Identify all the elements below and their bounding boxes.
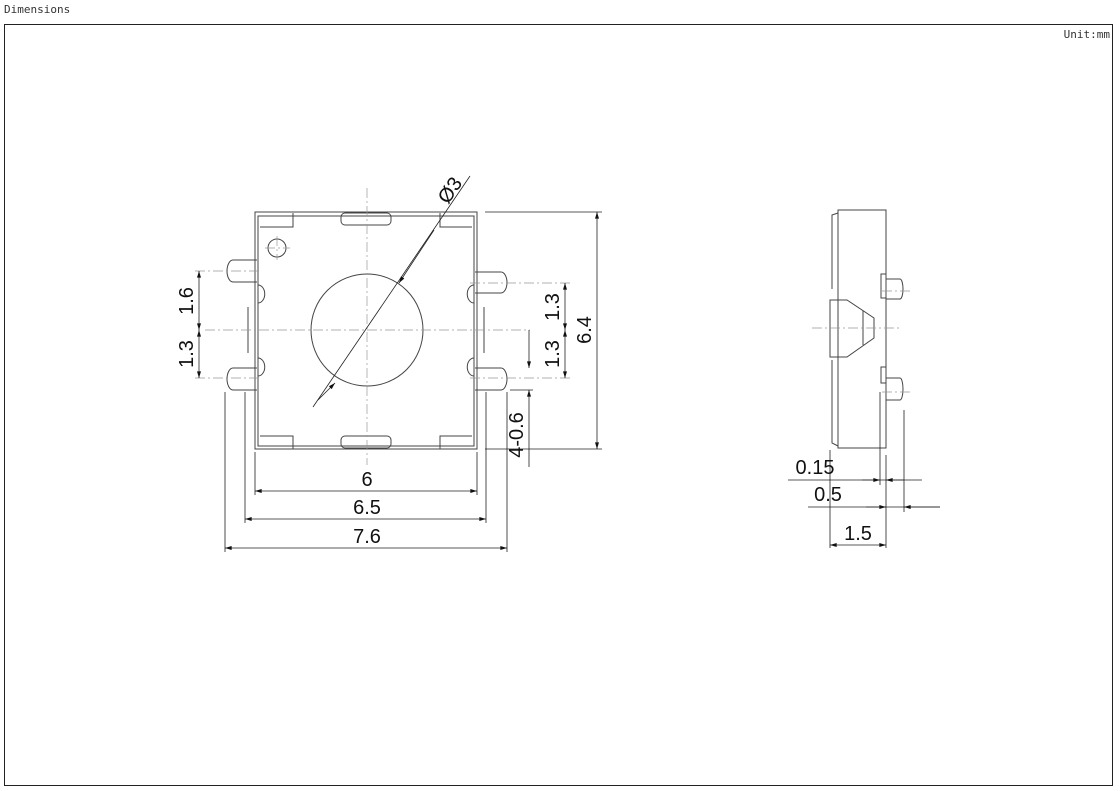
drawing-frame [4, 24, 1113, 786]
side-view: 0.15 0.5 1.5 [788, 209, 940, 548]
dim-left-lower: 1.3 [176, 340, 198, 368]
unit-label: Unit:mm [1063, 28, 1110, 41]
dim-diameter: Ø3 [434, 173, 467, 207]
dim-left-upper: 1.6 [176, 287, 198, 315]
dim-thickness: 1.5 [844, 523, 872, 545]
dim-right-upper: 1.3 [542, 293, 564, 321]
dim-pin-length: 0.5 [814, 484, 842, 506]
dim-width-body: 6 [361, 469, 372, 491]
dim-plate-offset: 0.15 [796, 457, 835, 479]
dim-height-total: 6.4 [574, 316, 596, 344]
dim-right-lower: 1.3 [542, 340, 564, 368]
drawing-title: Dimensions [4, 3, 71, 16]
dim-pin-width: 4-0.6 [506, 412, 528, 458]
dim-width-frame: 6.5 [353, 497, 381, 519]
dim-width-total: 7.6 [353, 526, 381, 548]
front-view: Ø3 6 6.5 7.6 1.6 1.3 1.3 1.3 6.4 4-0.6 [176, 173, 602, 552]
